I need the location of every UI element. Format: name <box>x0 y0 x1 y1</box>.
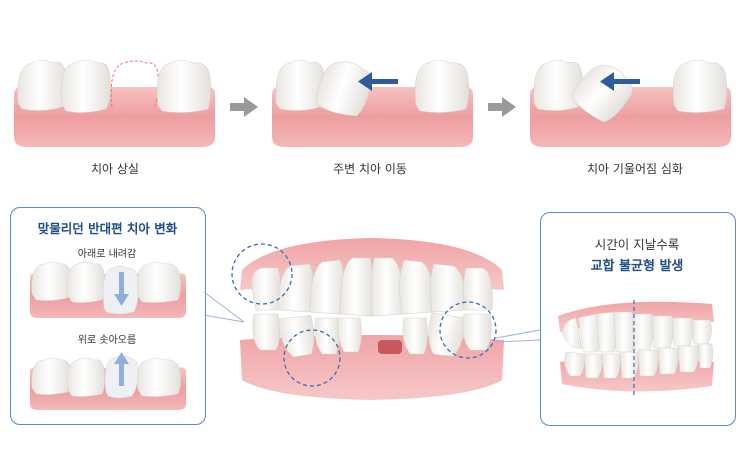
highlight-circle <box>283 329 341 387</box>
shift-arrow-icon <box>358 72 398 91</box>
step3-illustration <box>530 59 731 147</box>
step1-illustration <box>14 59 215 147</box>
lower-teeth <box>252 312 492 358</box>
side-bite-illustration <box>558 300 714 396</box>
tooth <box>17 59 67 111</box>
tooth <box>66 357 105 397</box>
tooth <box>136 357 181 397</box>
tooth <box>31 357 71 395</box>
left-panel-title: 맞물리던 반대편 치아 변화 <box>37 221 178 236</box>
upper-label: 아래로 내려감 <box>77 249 137 260</box>
missing-tooth-gap <box>378 340 402 354</box>
right-panel-line2: 교합 불균형 발생 <box>590 259 684 274</box>
highlight-circle <box>439 301 497 359</box>
lower-label: 위로 솟아오름 <box>77 335 137 346</box>
next-arrow-icon <box>488 97 516 117</box>
tooth <box>275 59 325 111</box>
full-arch-illustration <box>231 238 504 400</box>
step2-caption: 주변 치아 이동 <box>333 162 407 176</box>
up-arrow-icon <box>114 352 129 386</box>
missing-tooth-outline <box>110 60 159 108</box>
step2-illustration <box>272 59 473 147</box>
lower-teeth-illustration <box>30 352 186 410</box>
tooth <box>533 59 583 111</box>
step3-caption: 치아 기울어짐 심화 <box>587 162 683 176</box>
upper-teeth <box>561 311 712 353</box>
tooth <box>31 261 71 301</box>
tilted-lower-tooth <box>278 315 315 358</box>
right-panel-line1: 시간이 지날수록 <box>594 237 680 252</box>
tooth <box>672 59 727 113</box>
shift-arrow-icon <box>600 72 640 91</box>
tooth <box>66 261 105 303</box>
step1-caption: 치아 상실 <box>91 162 139 176</box>
tooth <box>60 59 111 113</box>
upper-teeth-illustration <box>30 261 186 318</box>
next-arrow-icon <box>230 97 258 117</box>
tooth <box>136 261 181 303</box>
upper-teeth <box>251 257 493 317</box>
highlight-circle <box>231 243 293 305</box>
tooth <box>156 59 211 113</box>
tooth <box>414 59 469 113</box>
down-arrow-icon <box>114 272 129 306</box>
